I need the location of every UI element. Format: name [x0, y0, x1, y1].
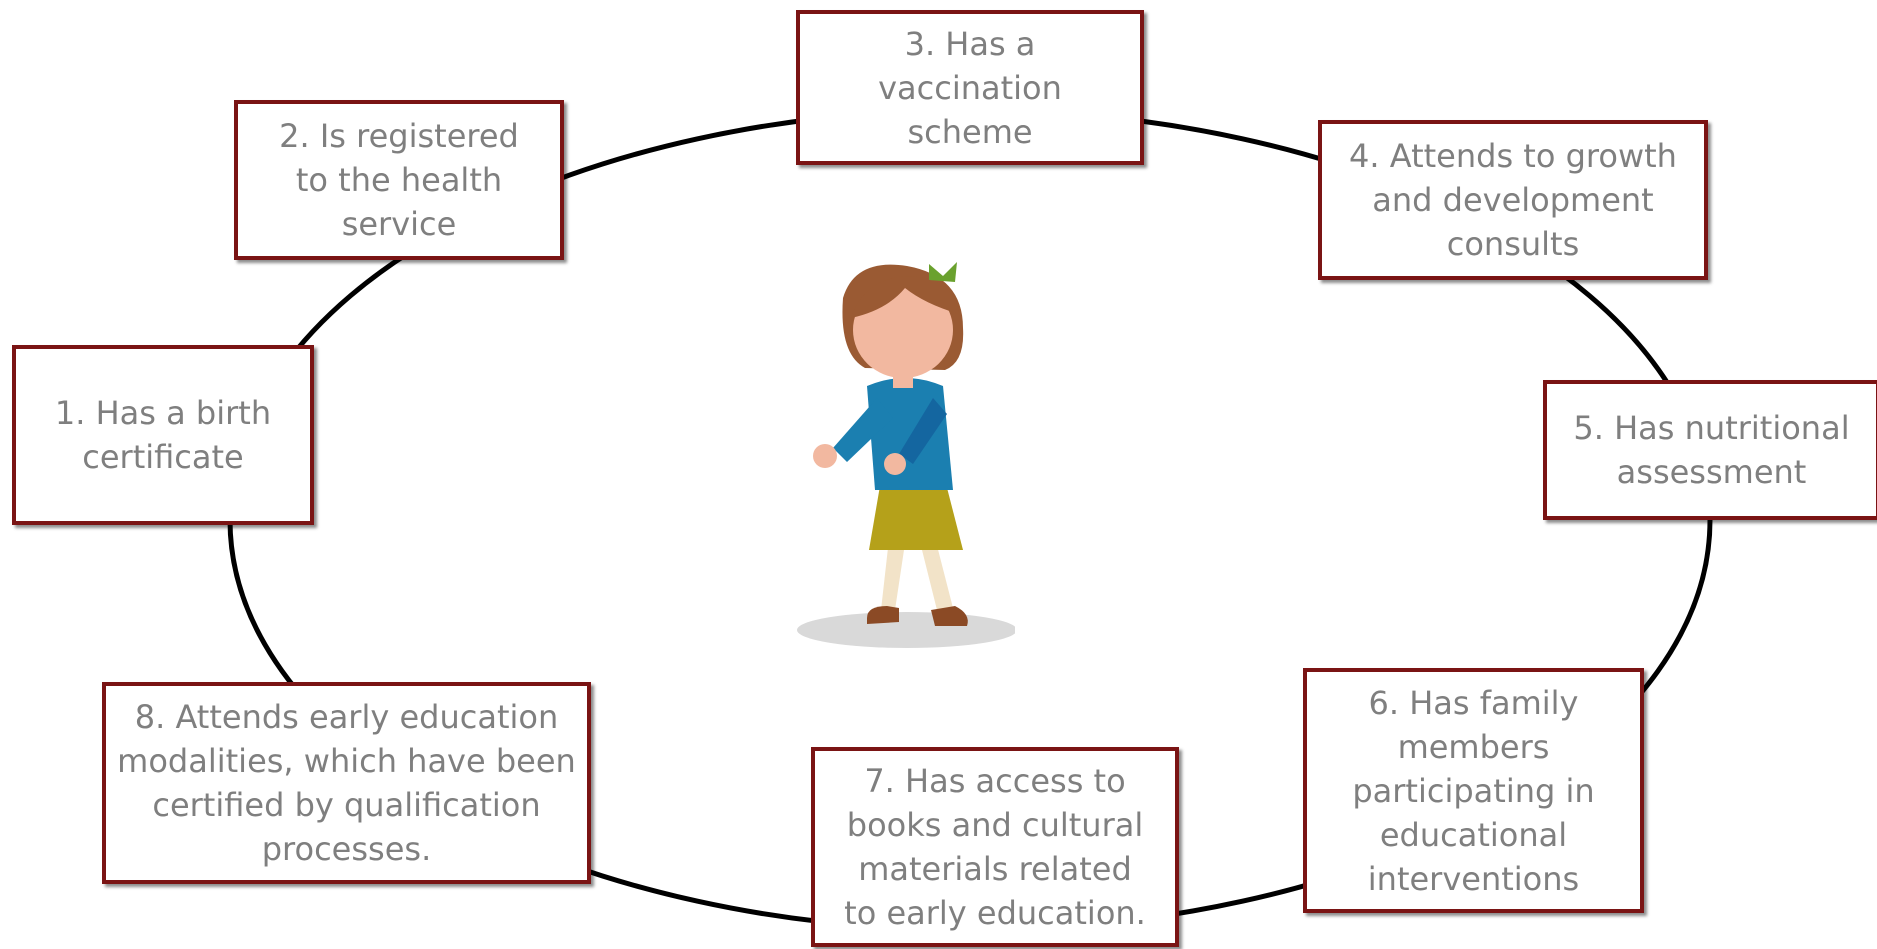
step-8-box: 8. Attends early education modalities, w… [102, 682, 591, 884]
step-3-box: 3. Has a vaccination scheme [796, 10, 1144, 165]
step-6-box: 6. Has family members participating in e… [1303, 668, 1644, 913]
step-5-box: 5. Has nutritional assessment [1543, 380, 1877, 520]
step-1-box: 1. Has a birth certificate [12, 345, 314, 525]
girl-icon [797, 262, 1015, 648]
step-4-box: 4. Attends to growth and development con… [1318, 120, 1708, 280]
step-2-box: 2. Is registered to the health service [234, 100, 564, 260]
step-7-box: 7. Has access to books and cultural mate… [811, 747, 1179, 947]
